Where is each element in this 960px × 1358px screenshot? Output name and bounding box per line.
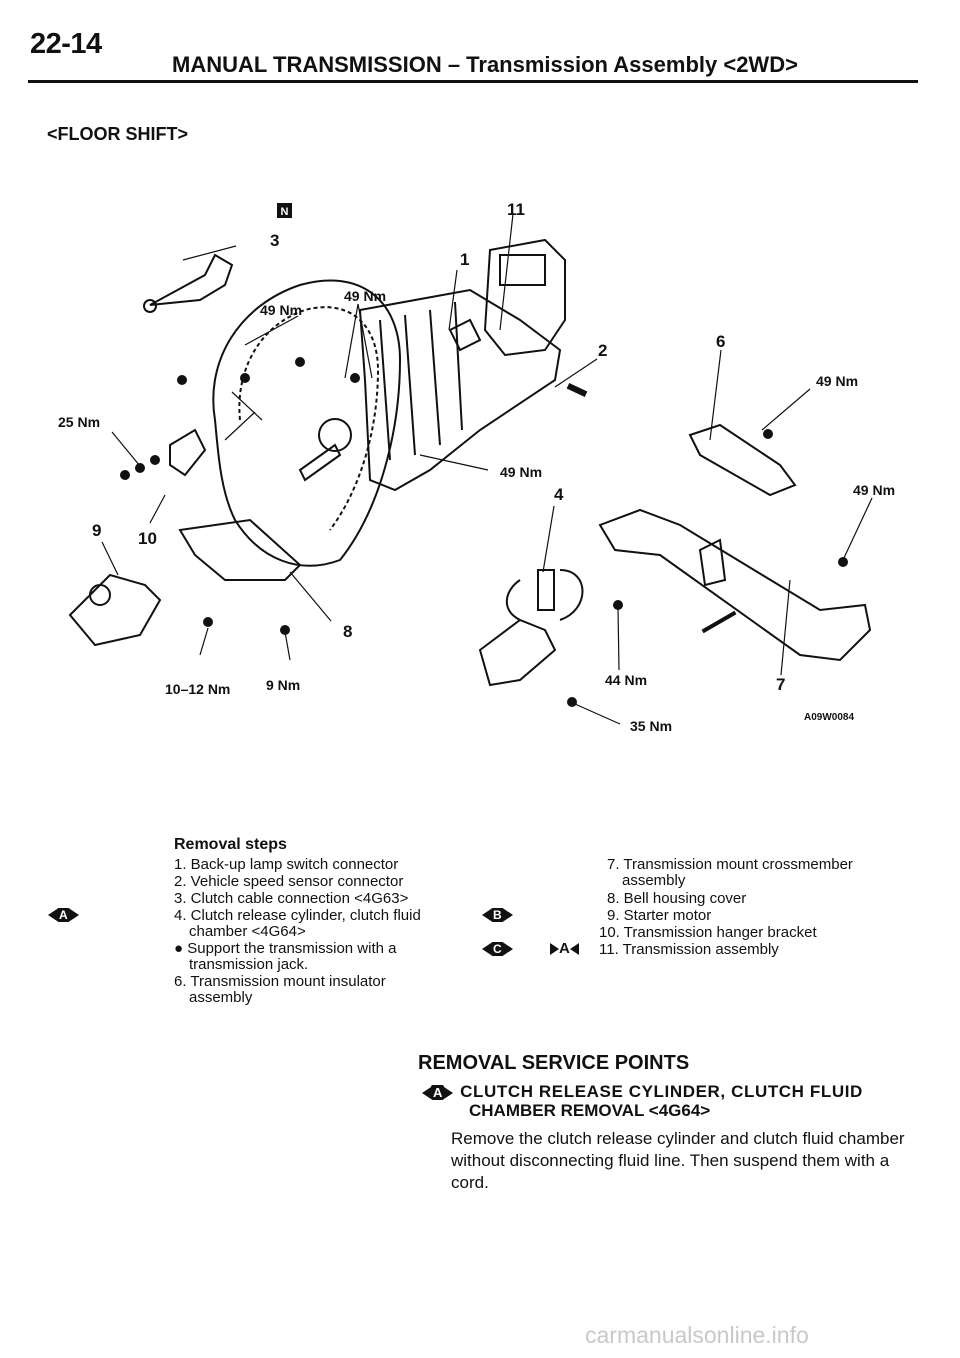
shift-tower-drawing xyxy=(483,238,566,357)
step-1: 1. Back-up lamp switch connector xyxy=(174,856,399,873)
step-8: 8. Bell housing cover xyxy=(607,890,747,907)
clutch-cable-drawing xyxy=(149,253,234,306)
torque-cover-bolt: 10–12 Nm xyxy=(165,681,230,697)
torque-25: 25 Nm xyxy=(58,414,100,430)
bell-housing-drawing xyxy=(212,279,402,567)
callout-11: 11 xyxy=(507,200,525,219)
callout-9: 9 xyxy=(92,521,101,540)
section-label: <FLOOR SHIFT> xyxy=(47,124,189,144)
step-11: 11. Transmission assembly xyxy=(599,941,779,958)
step-10: 10. Transmission hanger bracket xyxy=(599,924,817,941)
step-2: 2. Vehicle speed sensor connector xyxy=(174,873,404,890)
marker-removal-b: B xyxy=(482,906,513,923)
figure-code: A09W0084 xyxy=(804,712,854,723)
step-9: 9. Starter motor xyxy=(607,907,712,924)
service-item-body: Remove the clutch release cylinder and c… xyxy=(451,1129,905,1192)
torque-crossmember: 49 Nm xyxy=(853,482,895,498)
page-title: MANUAL TRANSMISSION – Transmission Assem… xyxy=(172,52,798,77)
marker-removal-a: A xyxy=(48,906,79,923)
torque-insulator: 49 Nm xyxy=(816,373,858,389)
transmission-case-drawing xyxy=(358,288,562,492)
step-support: ● Support the transmission with a transm… xyxy=(174,940,397,973)
service-points-heading: REMOVAL SERVICE POINTS xyxy=(418,1052,690,1074)
callout-3: 3 xyxy=(270,231,279,250)
service-item-title: A CLUTCH RELEASE CYLINDER, CLUTCH FLUID xyxy=(422,1082,917,1102)
callout-10: 10 xyxy=(138,529,157,548)
callout-1: 1 xyxy=(460,250,469,269)
page-number: 22-14 xyxy=(30,28,102,60)
callout-7: 7 xyxy=(776,675,785,694)
release-cylinder-drawing xyxy=(478,618,557,687)
mount-insulator-drawing xyxy=(688,423,797,497)
starter-motor-drawing xyxy=(68,573,162,647)
callout-4: 4 xyxy=(554,485,564,504)
header-rule xyxy=(28,80,918,83)
step-6: 6. Transmission mount insulator assembly xyxy=(174,973,386,1006)
removal-steps-heading: Removal steps xyxy=(174,836,287,853)
bell-housing-cover-drawing xyxy=(178,518,302,581)
step-7: 7. Transmission mount crossmember assemb… xyxy=(607,856,853,889)
torque-35: 35 Nm xyxy=(630,718,672,734)
marker-install-a: A xyxy=(550,940,579,957)
torque-bolt-left: 49 Nm xyxy=(260,302,302,318)
torque-44: 44 Nm xyxy=(605,672,647,688)
watermark: carmanualsonline.info xyxy=(585,1322,809,1348)
torque-case: 49 Nm xyxy=(500,464,542,480)
marker-n: N xyxy=(281,206,289,218)
hanger-bracket-drawing xyxy=(169,428,207,477)
torque-bolt-top: 49 Nm xyxy=(344,288,386,304)
crossmember-drawing xyxy=(598,508,872,662)
step-3: 3. Clutch cable connection <4G63> xyxy=(174,890,409,907)
exploded-diagram: N 1 2 3 4 6 7 8 9 10 11 49 Nm 49 Nm 25 N… xyxy=(58,200,895,734)
marker-removal-c: C xyxy=(482,940,513,957)
service-item-title-line2: CHAMBER REMOVAL <4G64> xyxy=(469,1101,711,1120)
service-item-marker: A xyxy=(431,1085,445,1101)
callout-2: 2 xyxy=(598,341,607,360)
torque-cover-nut: 9 Nm xyxy=(266,677,300,693)
step-4: 4. Clutch release cylinder, clutch fluid… xyxy=(174,907,421,940)
callout-6: 6 xyxy=(716,332,725,351)
callout-8: 8 xyxy=(343,622,352,641)
